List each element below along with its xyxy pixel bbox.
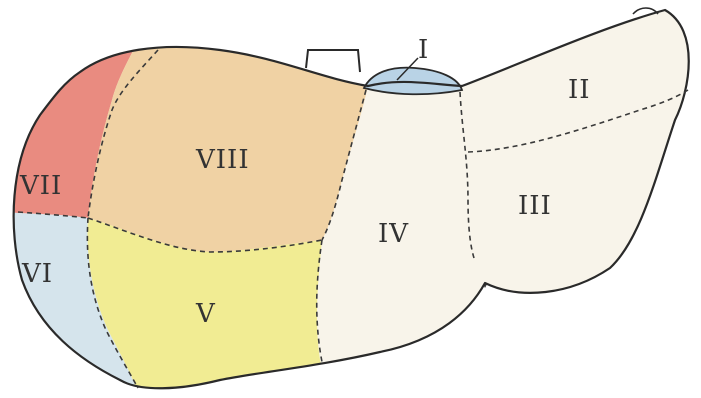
segment-label-I: I — [418, 35, 429, 65]
segment-label-IV: IV — [378, 219, 409, 249]
segment-label-V: V — [195, 299, 216, 329]
segment-label-II: II — [568, 75, 591, 105]
segment-label-VII: VII — [19, 171, 62, 201]
segment-I-fill — [364, 68, 462, 95]
segment-label-VI: VI — [21, 259, 53, 289]
top-ligament-tab — [306, 50, 360, 72]
segment-label-III: III — [518, 191, 552, 221]
segment-label-VIII: VIII — [195, 145, 250, 175]
